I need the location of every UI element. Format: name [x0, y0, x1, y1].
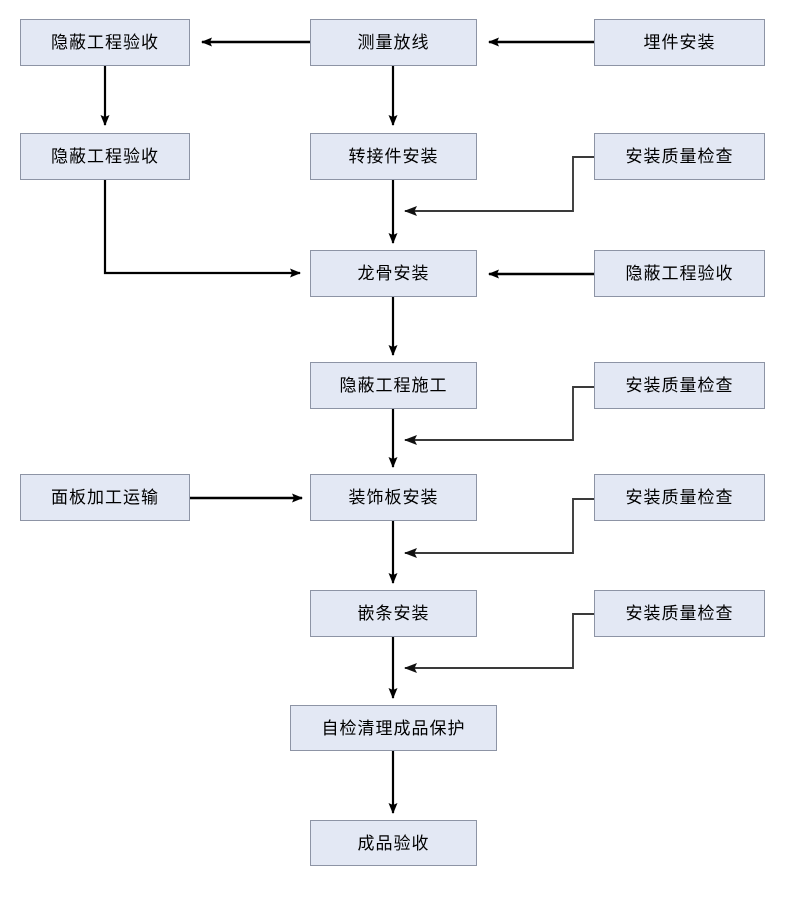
node-label: 面板加工运输 — [51, 488, 159, 507]
node-concealed-works-construction[interactable]: 隐蔽工程施工 — [310, 362, 477, 409]
node-label: 装饰板安装 — [348, 488, 439, 507]
node-label: 嵌条安装 — [357, 604, 430, 623]
node-survey-layout[interactable]: 测量放线 — [310, 19, 477, 66]
node-label: 成品验收 — [357, 833, 430, 853]
node-label: 隐蔽工程验收 — [51, 33, 159, 52]
connector-quality-check-2-to-concealed-panel-line — [404, 386, 594, 445]
node-concealed-acceptance-1[interactable]: 隐蔽工程验收 — [20, 19, 190, 66]
node-quality-check-2[interactable]: 安装质量检查 — [594, 362, 765, 409]
node-decorative-panel-installation[interactable]: 装饰板安装 — [310, 474, 477, 521]
node-concealed-acceptance-2[interactable]: 隐蔽工程验收 — [20, 133, 190, 180]
node-label: 隐蔽工程验收 — [625, 264, 734, 283]
node-label: 安装质量检查 — [625, 488, 734, 507]
node-label: 安装质量检查 — [625, 376, 734, 395]
node-final-product-acceptance[interactable]: 成品验收 — [310, 820, 477, 866]
node-concealed-acceptance-3[interactable]: 隐蔽工程验收 — [594, 250, 765, 297]
connector-quality-check-4-to-trim-selfcheck-line — [404, 613, 594, 673]
node-quality-check-1[interactable]: 安装质量检查 — [594, 133, 765, 180]
connector-quality-check-3-to-panel-trim-line — [404, 498, 594, 558]
node-label: 隐蔽工程施工 — [339, 376, 448, 395]
node-self-inspection-cleaning-protection[interactable]: 自检清理成品保护 — [290, 705, 497, 751]
node-label: 安装质量检查 — [625, 147, 734, 166]
node-adapter-installation[interactable]: 转接件安装 — [310, 133, 477, 180]
node-keel-installation[interactable]: 龙骨安装 — [310, 250, 477, 297]
node-label: 隐蔽工程验收 — [51, 147, 159, 166]
node-embedded-part-installation[interactable]: 埋件安装 — [594, 19, 765, 66]
connector-quality-check-1-to-adapter-keel-line — [404, 156, 594, 216]
node-quality-check-3[interactable]: 安装质量检查 — [594, 474, 765, 521]
connector-concealed-accept-2-to-keel — [103, 180, 301, 278]
node-label: 龙骨安装 — [357, 264, 430, 283]
node-label: 安装质量检查 — [625, 604, 734, 623]
node-panel-fabrication-transport[interactable]: 面板加工运输 — [20, 474, 190, 521]
node-trim-strip-installation[interactable]: 嵌条安装 — [310, 590, 477, 637]
node-label: 测量放线 — [357, 33, 430, 52]
node-label: 埋件安装 — [643, 33, 716, 52]
node-label: 自检清理成品保护 — [321, 718, 466, 738]
node-label: 转接件安装 — [348, 147, 439, 166]
node-quality-check-4[interactable]: 安装质量检查 — [594, 590, 765, 637]
